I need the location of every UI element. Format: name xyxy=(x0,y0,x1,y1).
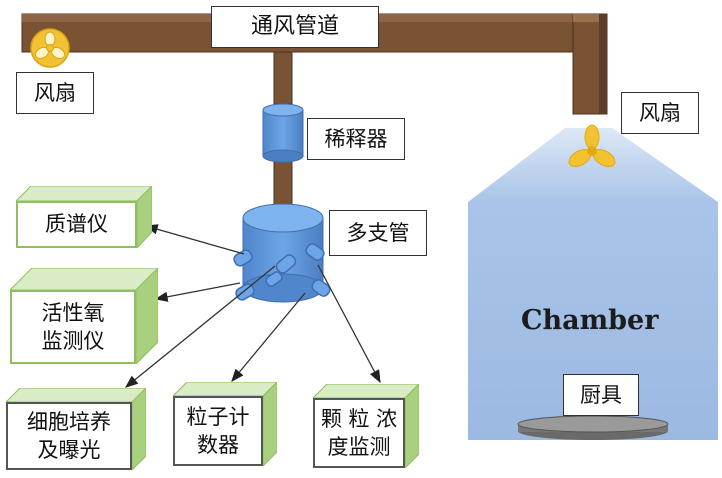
particle-counter-label-line2: 数器 xyxy=(197,433,239,457)
mass-spec-box: 质谱仪 xyxy=(16,186,152,248)
sample-lines xyxy=(124,224,381,388)
line-to-mass-spec xyxy=(144,224,245,255)
ros-monitor-label-line2: 监测仪 xyxy=(41,329,105,353)
diluter-cylinder xyxy=(262,103,304,163)
duct-label: 通风管道 xyxy=(211,6,379,48)
chamber-hood xyxy=(468,128,718,202)
right-fan-icon xyxy=(568,124,616,168)
ros-monitor-box: 活性氧 监测仪 xyxy=(10,268,158,364)
cell-culture-label-line1: 细胞培养 xyxy=(27,409,111,434)
line-to-ros-monitor xyxy=(154,282,241,302)
manifold-ports xyxy=(233,243,331,301)
duct-drop-pipe xyxy=(273,51,293,105)
concentration-label-line1: 颗 粒 浓 xyxy=(320,406,398,431)
cell-culture-label-line2: 及曝光 xyxy=(37,438,101,462)
mass-spec-label: 质谱仪 xyxy=(16,201,137,248)
diluter-label: 稀释器 xyxy=(307,118,405,160)
concentration-label-line2: 度监测 xyxy=(327,435,391,459)
duct-to-manifold-pipe xyxy=(273,157,293,211)
particle-counter-label-line1: 粒子计 xyxy=(186,404,250,429)
ros-monitor-label-line1: 活性氧 xyxy=(41,300,105,325)
manifold-label: 多支管 xyxy=(329,210,427,256)
line-to-concentration xyxy=(317,264,381,384)
stove-label: 厨具 xyxy=(563,374,639,416)
left-fan-label: 风扇 xyxy=(16,72,94,114)
chamber-label: Chamber xyxy=(521,305,659,336)
line-to-particle-counter xyxy=(231,292,306,383)
particle-counter-box: 粒子计 数器 xyxy=(173,382,277,466)
left-fan-icon xyxy=(30,28,70,68)
chamber xyxy=(468,128,718,440)
stove-plate xyxy=(517,415,669,433)
manifold-cylinder xyxy=(233,203,331,303)
right-fan-label: 风扇 xyxy=(621,92,699,134)
concentration-monitor-box: 颗 粒 浓 度监测 xyxy=(313,384,419,468)
line-to-cell-culture xyxy=(124,265,276,388)
cell-culture-box: 细胞培养 及曝光 xyxy=(6,388,146,470)
